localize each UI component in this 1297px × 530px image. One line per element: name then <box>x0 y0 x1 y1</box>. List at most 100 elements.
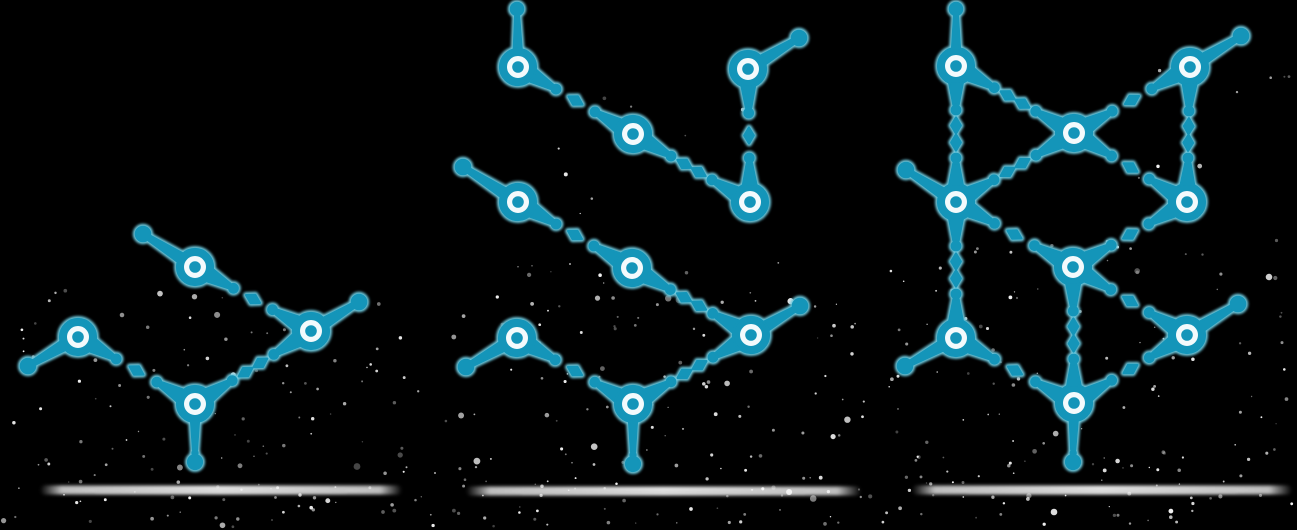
speckle-dot <box>786 488 793 496</box>
speckle-dot <box>935 289 938 292</box>
speckle-dot <box>938 266 942 270</box>
speckle-dot <box>191 294 198 300</box>
speckle-dot <box>844 416 851 423</box>
node-ring <box>66 326 89 349</box>
node-ring <box>1175 324 1198 347</box>
speckle-dot <box>897 407 899 410</box>
edge-bead <box>743 152 755 164</box>
speckle-dot <box>907 488 912 493</box>
network-node <box>175 384 215 424</box>
edge-bead <box>950 288 962 300</box>
speckle-dot <box>571 461 573 464</box>
speckle-dot <box>920 512 923 516</box>
speckle-dot <box>635 522 637 524</box>
edge-bead <box>549 354 561 366</box>
network-node <box>1054 383 1094 423</box>
speckle-dot <box>1155 484 1158 487</box>
node-ring <box>184 256 207 279</box>
speckle-dot <box>1247 351 1252 355</box>
speckle-dot <box>361 441 364 443</box>
speckle-dot <box>567 489 570 492</box>
speckle-dot <box>1168 508 1174 514</box>
speckle-dot <box>890 377 894 382</box>
speckle-dot <box>285 364 289 368</box>
speckle-dot <box>1015 296 1019 300</box>
edge-bead <box>989 353 1000 365</box>
edge-bead <box>950 152 962 164</box>
speckle-dot <box>724 380 730 387</box>
speckle-dot <box>650 425 654 429</box>
speckle-dot <box>1122 406 1126 409</box>
speckle-dot <box>663 375 666 378</box>
speckle-dot <box>1024 460 1026 463</box>
speckle-dot <box>555 419 558 422</box>
edge-bead <box>1067 305 1079 317</box>
speckle-dot <box>298 416 301 419</box>
speckle-dot <box>749 291 752 294</box>
edge-bead <box>1030 105 1042 117</box>
edge-bead <box>1105 284 1117 295</box>
ground-line-shading <box>95 489 347 493</box>
speckle-dot <box>133 491 136 493</box>
speckle-dot <box>257 483 260 486</box>
speckle-dot <box>63 493 65 496</box>
network-node <box>1054 113 1094 153</box>
branch-tip <box>19 357 37 375</box>
speckle-dot <box>103 498 107 502</box>
speckle-dot <box>1050 508 1058 516</box>
branch-tip <box>1064 453 1082 471</box>
edge-bead <box>267 304 278 316</box>
speckle-dot <box>615 482 618 485</box>
network-node <box>612 248 652 288</box>
speckle-dot <box>885 511 889 515</box>
branch-tip <box>1232 27 1250 45</box>
speckle-dot <box>664 434 666 437</box>
speckle-dot <box>483 516 487 520</box>
speckle-dot <box>914 459 918 462</box>
edge-bead <box>1030 149 1042 161</box>
speckle-dot <box>1234 443 1237 446</box>
speckle-dot <box>550 271 552 273</box>
speckle-dot <box>1002 502 1006 505</box>
speckle-dot <box>539 493 543 497</box>
speckle-dot <box>1219 272 1223 276</box>
speckle-dot <box>1128 522 1132 525</box>
speckle-dot <box>574 477 577 480</box>
speckle-dot <box>574 487 577 490</box>
speckle-dot <box>1275 423 1277 425</box>
speckle-dot <box>166 514 169 517</box>
edge-bead <box>588 240 600 252</box>
speckle-dot <box>417 390 420 393</box>
speckle-dot <box>605 405 609 409</box>
speckle-dot <box>850 325 854 329</box>
speckle-dot <box>77 379 81 383</box>
speckle-dot <box>832 323 836 328</box>
speckle-dot <box>854 322 856 325</box>
edge-diamond <box>999 166 1016 178</box>
edge-bead <box>1143 173 1155 185</box>
speckle-dot <box>850 352 854 356</box>
speckle-dot <box>538 323 542 327</box>
network-node <box>613 384 653 424</box>
speckle-dot <box>896 374 900 378</box>
branch-tip <box>791 297 809 315</box>
speckle-dot <box>606 520 611 525</box>
speckle-dot <box>68 481 70 483</box>
speckle-dot <box>118 384 122 387</box>
speckle-dot <box>22 350 25 353</box>
speckle-dot <box>282 510 285 514</box>
speckle-dot <box>633 324 637 327</box>
speckle-dot <box>236 517 240 521</box>
speckle-dot <box>274 496 277 499</box>
speckle-dot <box>276 486 280 490</box>
speckle-dot <box>992 382 995 385</box>
speckle-dot <box>1279 315 1282 318</box>
speckle-dot <box>751 488 754 491</box>
speckle-dot <box>830 334 833 338</box>
speckle-dot <box>985 326 990 331</box>
speckle-dot <box>1105 356 1109 360</box>
speckle-dot <box>1157 68 1162 73</box>
speckle-dot <box>1026 493 1032 499</box>
node-ring <box>507 191 530 214</box>
speckle-dot <box>94 397 97 400</box>
